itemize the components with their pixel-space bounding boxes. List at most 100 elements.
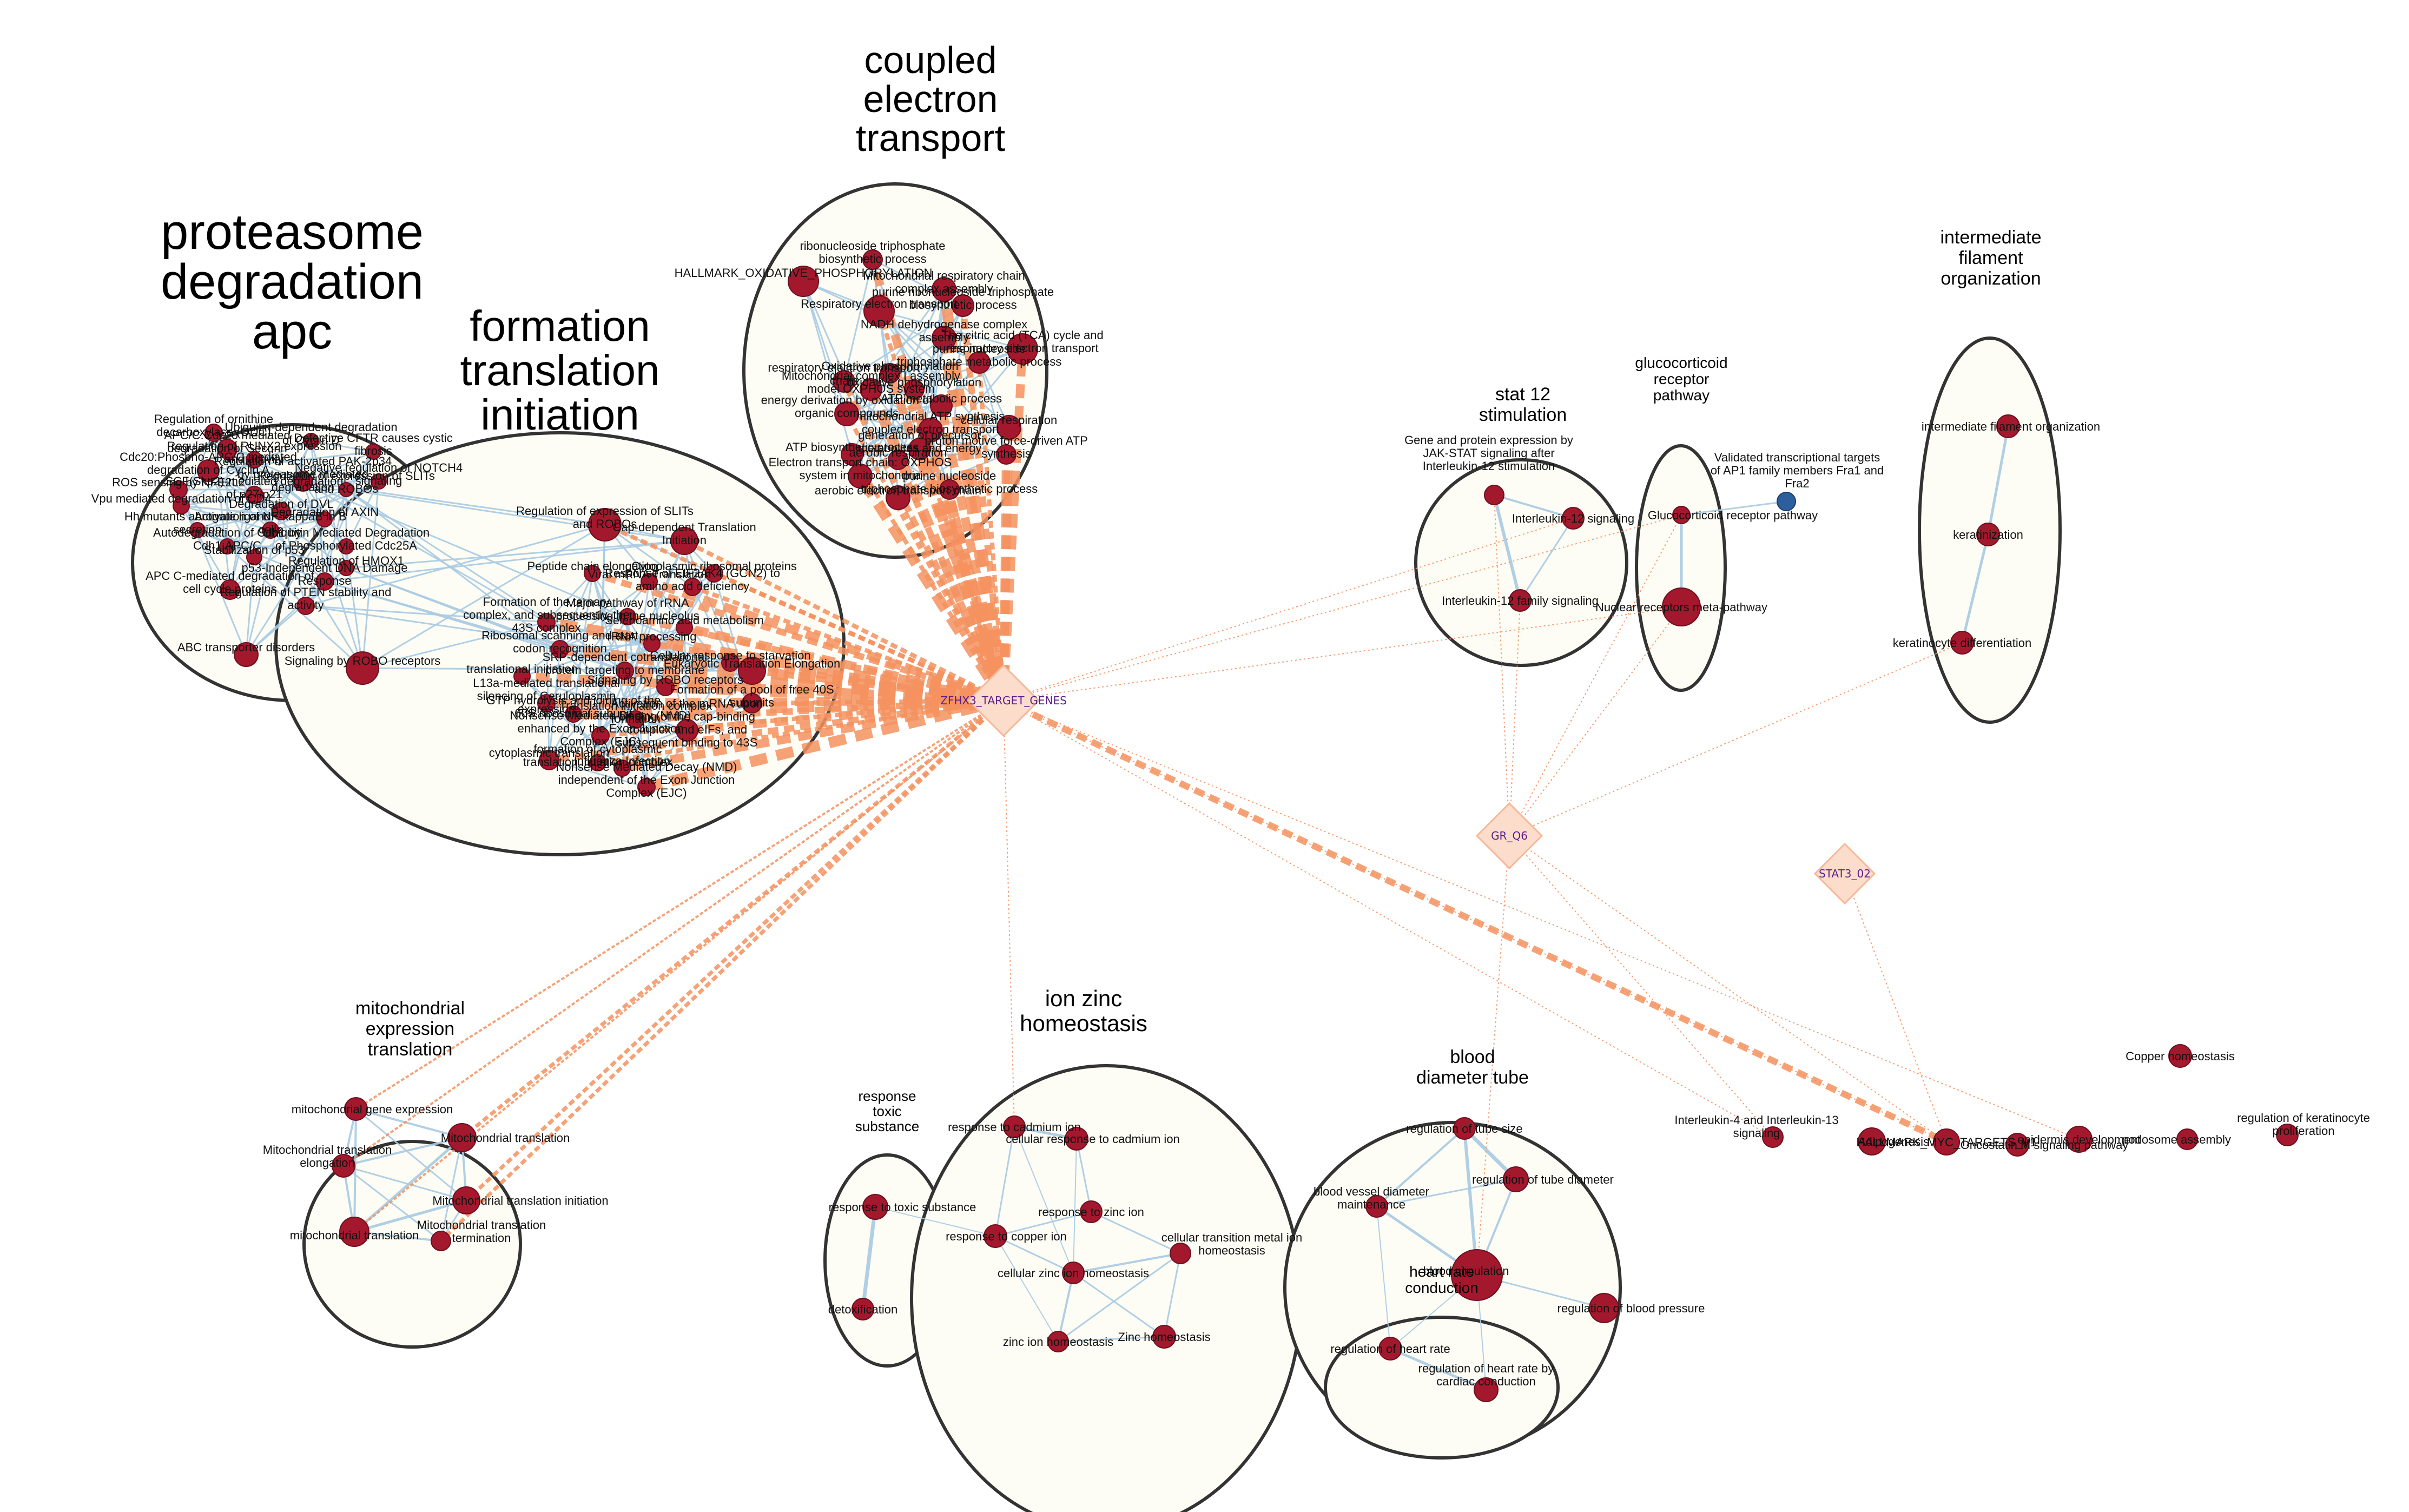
term-node[interactable] — [316, 511, 333, 527]
term-node[interactable] — [1378, 1337, 1402, 1361]
term-node[interactable] — [315, 572, 334, 591]
term-node[interactable] — [862, 249, 883, 270]
term-node[interactable] — [932, 326, 956, 351]
term-node[interactable] — [1662, 587, 1701, 626]
term-node[interactable] — [1474, 1377, 1499, 1402]
term-node[interactable] — [930, 394, 953, 417]
term-node[interactable] — [589, 754, 606, 771]
term-node[interactable] — [834, 401, 859, 426]
term-node[interactable] — [886, 485, 910, 510]
term-node[interactable] — [862, 1194, 888, 1220]
term-node[interactable] — [788, 266, 819, 297]
term-node[interactable] — [1003, 1115, 1026, 1138]
term-node[interactable] — [1365, 1195, 1388, 1218]
term-node[interactable] — [676, 719, 698, 742]
term-node[interactable] — [1509, 589, 1532, 612]
term-node[interactable] — [2276, 1124, 2299, 1146]
term-node[interactable] — [2065, 1126, 2093, 1153]
term-node[interactable] — [637, 778, 656, 796]
term-node[interactable] — [833, 370, 855, 393]
term-node[interactable] — [219, 538, 235, 554]
term-node[interactable] — [1562, 507, 1585, 530]
term-node[interactable] — [365, 444, 381, 460]
term-node[interactable] — [939, 479, 960, 500]
term-node[interactable] — [721, 653, 740, 672]
term-node[interactable] — [2005, 1133, 2029, 1157]
term-node[interactable] — [551, 640, 569, 658]
term-node[interactable] — [1453, 1117, 1476, 1140]
term-node[interactable] — [742, 693, 762, 714]
term-node[interactable] — [705, 564, 723, 583]
term-node[interactable] — [852, 1298, 874, 1320]
term-node[interactable] — [1672, 506, 1691, 524]
term-node[interactable] — [1062, 1262, 1085, 1284]
term-node[interactable] — [537, 613, 556, 631]
term-node[interactable] — [1047, 1331, 1069, 1352]
term-node[interactable] — [1065, 1127, 1088, 1151]
term-node[interactable] — [863, 295, 895, 327]
term-node[interactable] — [1976, 523, 2000, 546]
term-node[interactable] — [338, 560, 354, 576]
term-node[interactable] — [513, 668, 531, 685]
tf-node-zfhx3[interactable] — [967, 664, 1040, 737]
term-node[interactable] — [996, 415, 1021, 440]
term-node[interactable] — [338, 538, 354, 554]
term-node[interactable] — [1589, 1293, 1619, 1323]
term-node[interactable] — [1950, 631, 1974, 655]
term-node[interactable] — [904, 379, 925, 400]
term-node[interactable] — [447, 1123, 477, 1152]
term-node[interactable] — [738, 657, 766, 685]
tf-node-stat3[interactable] — [1813, 842, 1876, 905]
term-node[interactable] — [246, 451, 263, 468]
term-node[interactable] — [952, 294, 974, 317]
term-node[interactable] — [2168, 1044, 2192, 1068]
term-node[interactable] — [245, 486, 263, 504]
term-node[interactable] — [339, 482, 354, 497]
term-node[interactable] — [2176, 1128, 2198, 1150]
term-node[interactable] — [1762, 1126, 1784, 1148]
term-node[interactable] — [656, 678, 675, 696]
term-node[interactable] — [626, 710, 645, 729]
term-node[interactable] — [262, 521, 279, 539]
term-node[interactable] — [880, 363, 900, 384]
term-node[interactable] — [220, 579, 240, 600]
term-node[interactable] — [643, 635, 661, 652]
term-node[interactable] — [968, 351, 991, 374]
term-node[interactable] — [1484, 485, 1504, 505]
term-node[interactable] — [619, 608, 636, 625]
tf-node-grq6[interactable] — [1475, 802, 1543, 870]
term-node[interactable] — [197, 459, 220, 482]
term-node[interactable] — [641, 573, 658, 590]
term-node[interactable] — [1933, 1128, 1960, 1156]
term-node[interactable] — [841, 443, 863, 466]
term-node[interactable] — [339, 1217, 369, 1247]
term-node[interactable] — [332, 1154, 355, 1178]
term-node[interactable] — [918, 418, 943, 443]
term-node[interactable] — [204, 424, 223, 442]
term-node[interactable] — [346, 651, 379, 685]
term-node[interactable] — [539, 750, 559, 770]
term-node[interactable] — [452, 1186, 480, 1214]
term-node[interactable] — [272, 502, 291, 520]
term-node[interactable] — [1503, 1166, 1529, 1192]
term-node[interactable] — [1080, 1200, 1103, 1223]
term-node[interactable] — [932, 277, 956, 302]
term-node[interactable] — [173, 497, 190, 514]
term-node[interactable] — [908, 438, 931, 460]
term-node[interactable] — [565, 705, 582, 723]
term-node[interactable] — [1007, 333, 1038, 365]
term-node[interactable] — [588, 508, 622, 542]
term-node[interactable] — [296, 597, 315, 615]
term-node[interactable] — [246, 549, 262, 565]
term-node[interactable] — [293, 471, 313, 492]
term-node[interactable] — [1451, 1249, 1503, 1301]
term-node[interactable] — [1777, 492, 1796, 511]
term-node[interactable] — [371, 473, 387, 490]
term-node[interactable] — [189, 522, 206, 538]
term-node[interactable] — [888, 450, 908, 470]
term-node[interactable] — [996, 444, 1017, 465]
term-node[interactable] — [848, 464, 873, 488]
term-node[interactable] — [984, 1224, 1007, 1248]
term-node[interactable] — [431, 1231, 451, 1251]
term-node[interactable] — [303, 433, 319, 449]
